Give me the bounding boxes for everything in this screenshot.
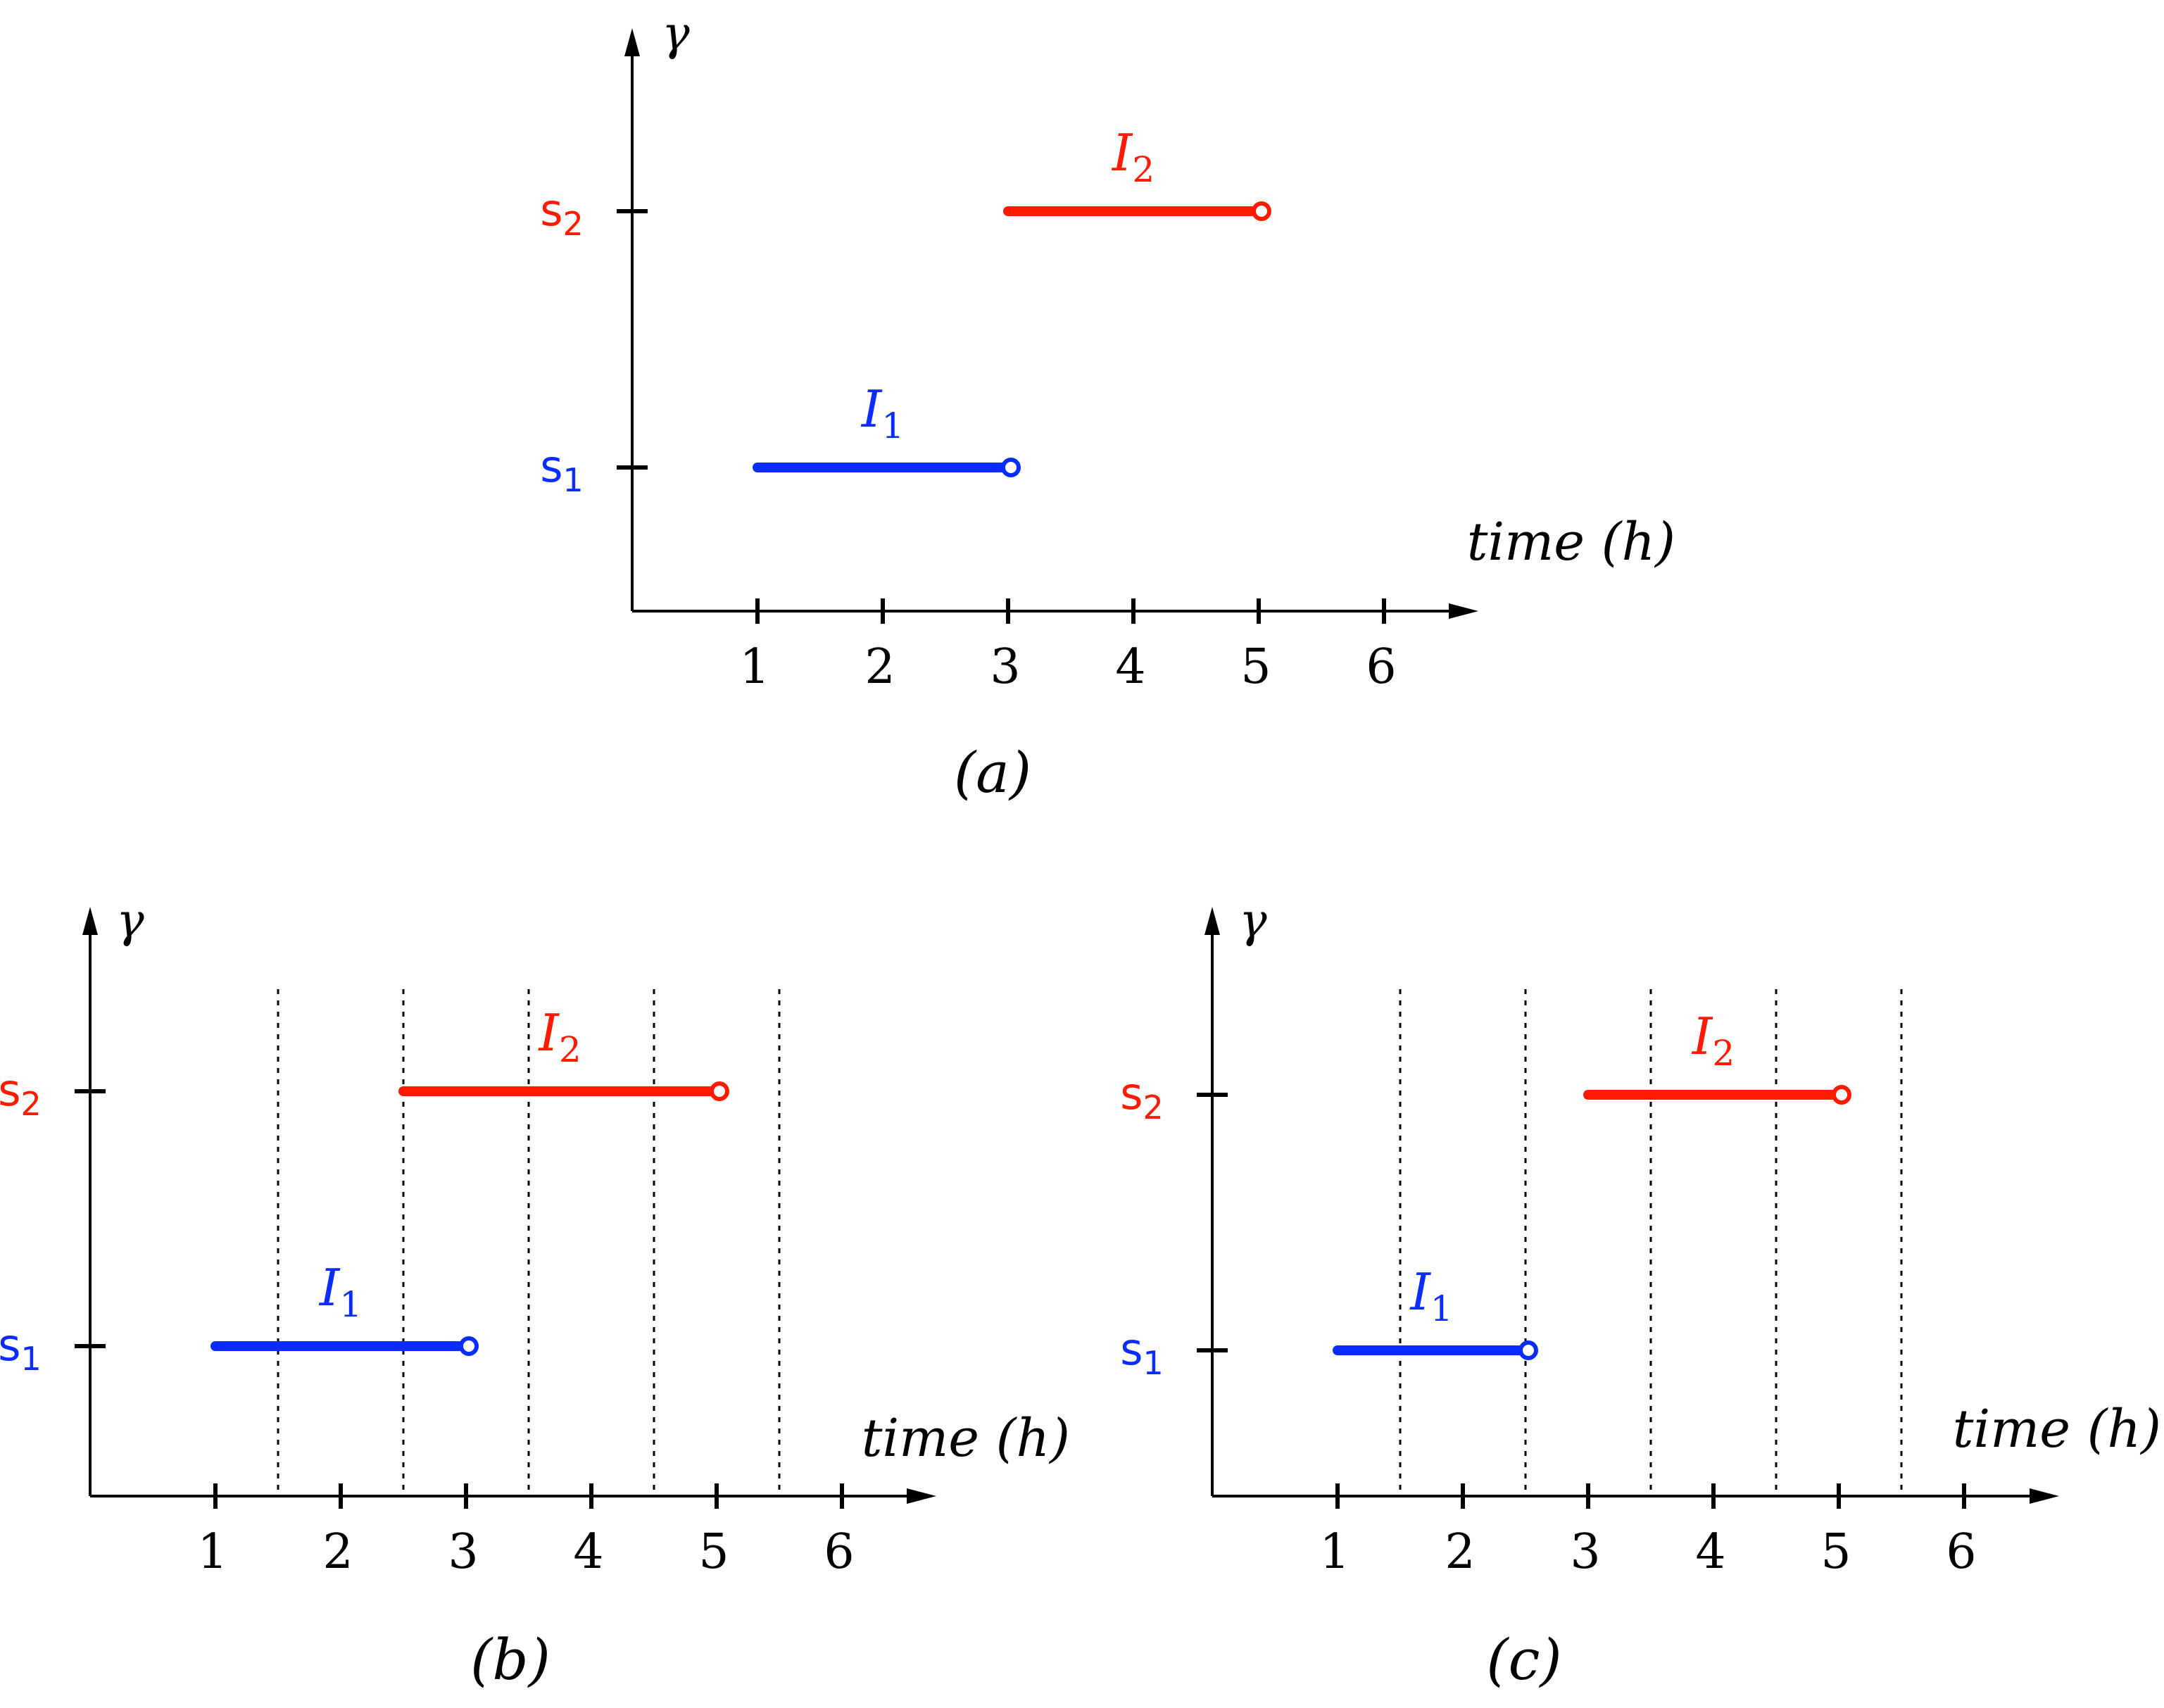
- open-endpoint-marker: [1252, 201, 1271, 221]
- open-endpoint-marker: [710, 1081, 729, 1101]
- interval-label-main: I: [318, 1258, 341, 1317]
- interval-label-sub: 2: [1712, 1033, 1735, 1074]
- x-tick-label: 4: [1115, 639, 1145, 695]
- x-tick-label: 5: [698, 1524, 729, 1580]
- y-level-label-sub: 1: [563, 461, 584, 499]
- interval-label: I2: [1111, 123, 1155, 190]
- x-tick-label: 2: [322, 1524, 353, 1580]
- x-axis-arrow-icon: [907, 1488, 936, 1504]
- y-axis-label: γ: [116, 893, 144, 948]
- interval-label-sub: 1: [1430, 1288, 1453, 1329]
- y-level-label-sub: 1: [21, 1340, 42, 1378]
- x-tick-label: 1: [1319, 1524, 1350, 1580]
- x-axis-arrow-icon: [1449, 603, 1478, 619]
- panel-caption: (a): [954, 740, 1031, 805]
- y-axis-arrow-icon: [82, 907, 98, 935]
- y-level-label: s1: [0, 1319, 42, 1378]
- y-level-label: s1: [540, 441, 584, 499]
- y-axis-label: γ: [1239, 893, 1267, 948]
- interval-label-sub: 2: [1132, 149, 1155, 190]
- x-tick-label: 5: [1240, 639, 1271, 695]
- interval-label-main: I: [1691, 1007, 1713, 1066]
- y-level-label-main: s: [0, 1065, 21, 1116]
- y-level-label: s2: [0, 1065, 42, 1123]
- y-level-label-main: s: [1120, 1068, 1143, 1119]
- x-tick-label: 3: [1570, 1524, 1600, 1580]
- y-level-label: s2: [540, 184, 584, 243]
- x-tick-label: 5: [1820, 1524, 1851, 1580]
- x-axis-label: time (h): [1467, 512, 1675, 572]
- x-axis-label: time (h): [1953, 1399, 2161, 1459]
- x-tick-label: 1: [197, 1524, 227, 1580]
- y-level-label-sub: 2: [1143, 1088, 1164, 1126]
- open-endpoint-marker: [1518, 1340, 1538, 1360]
- interval-label-main: I: [860, 379, 883, 439]
- x-tick-label: 4: [1695, 1524, 1725, 1580]
- interval-label-sub: 1: [339, 1284, 362, 1325]
- y-level-label: s1: [1120, 1324, 1164, 1382]
- x-tick-label: 1: [739, 639, 769, 695]
- y-axis-arrow-icon: [1204, 907, 1220, 935]
- y-axis-arrow-icon: [624, 28, 640, 56]
- open-endpoint-marker: [1832, 1085, 1851, 1105]
- y-level-label-main: s: [540, 184, 562, 236]
- y-axis-label: γ: [662, 6, 690, 61]
- panel-caption: (c): [1486, 1627, 1561, 1693]
- x-tick-label: 6: [1946, 1524, 1976, 1580]
- interval-label-main: I: [1111, 123, 1133, 182]
- y-level-label-sub: 1: [1143, 1344, 1164, 1382]
- x-tick-label: 4: [573, 1524, 603, 1580]
- x-axis-arrow-icon: [2030, 1488, 2059, 1504]
- interval-label: I1: [318, 1258, 362, 1325]
- interval-label-main: I: [1409, 1262, 1431, 1321]
- x-tick-label: 6: [1366, 639, 1396, 695]
- y-level-label-main: s: [1120, 1324, 1143, 1375]
- open-endpoint-marker: [459, 1336, 479, 1356]
- x-tick-label: 2: [1445, 1524, 1475, 1580]
- x-tick-label: 2: [864, 639, 895, 695]
- y-level-label-main: s: [0, 1319, 21, 1371]
- interval-label-sub: 1: [881, 406, 904, 446]
- open-endpoint-marker: [1001, 458, 1021, 477]
- interval-label: I2: [1691, 1007, 1735, 1074]
- interval-label-sub: 2: [559, 1029, 581, 1070]
- y-level-label-sub: 2: [21, 1085, 42, 1123]
- panel-caption: (b): [470, 1627, 551, 1693]
- interval-label: I1: [860, 379, 904, 446]
- x-tick-label: 3: [448, 1524, 478, 1580]
- interval-label: I2: [537, 1003, 581, 1070]
- x-tick-label: 3: [990, 639, 1020, 695]
- x-tick-label: 6: [824, 1524, 854, 1580]
- interval-label-main: I: [537, 1003, 560, 1062]
- interval-label: I1: [1409, 1262, 1452, 1329]
- y-level-label-main: s: [540, 441, 562, 492]
- y-level-label: s2: [1120, 1068, 1164, 1126]
- x-axis-label: time (h): [862, 1408, 1070, 1469]
- y-level-label-sub: 2: [563, 205, 584, 243]
